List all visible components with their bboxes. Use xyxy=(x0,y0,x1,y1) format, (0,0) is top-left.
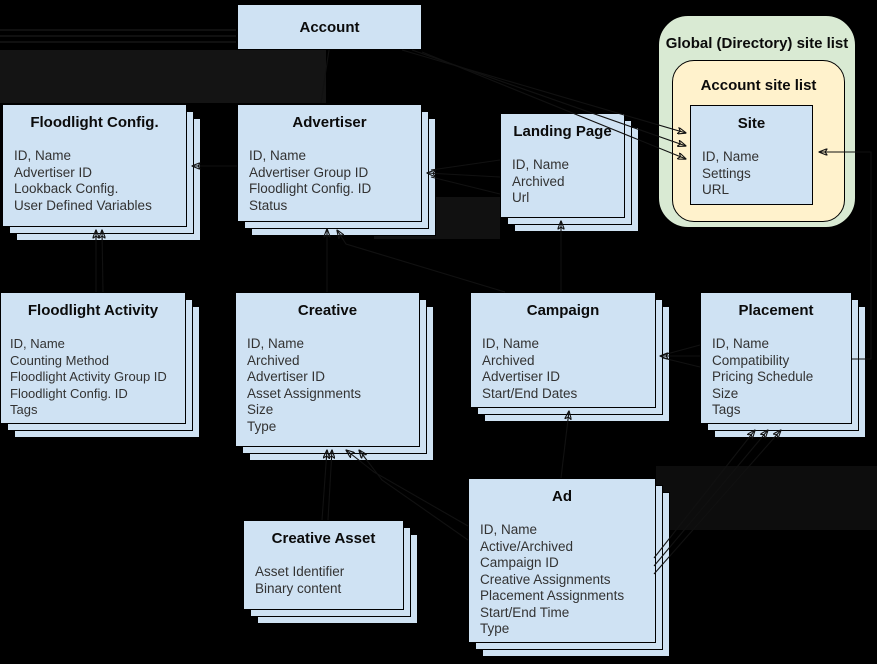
arrow-landing-page-to-advertiser xyxy=(427,173,501,178)
entity-fields: ID, Name Compatibility Pricing Schedule … xyxy=(712,336,814,417)
entity-advertiser: Advertiser ID, Name Advertiser Group ID … xyxy=(237,104,436,236)
entity-fields: ID, Name Counting Method Floodlight Acti… xyxy=(10,336,167,417)
entity-title: Account xyxy=(299,18,360,36)
entity-floodlight-activity: Floodlight Activity ID, Name Counting Me… xyxy=(0,292,200,438)
entity-fields: Asset Identifier Binary content xyxy=(255,564,345,596)
background-artifact xyxy=(656,466,877,530)
entity-title: Landing Page xyxy=(513,123,612,140)
entity-title: Placement xyxy=(738,302,814,319)
entity-creative: Creative ID, Name Archived Advertiser ID… xyxy=(235,292,434,461)
background-artifact xyxy=(0,50,326,103)
entity-fields: ID, Name Advertiser Group ID Floodlight … xyxy=(249,148,372,213)
arrow-campaign-to-advertiser xyxy=(337,230,506,293)
arrow-landing-page-to-advertiser xyxy=(430,176,501,195)
entity-fields: ID, Name Settings URL xyxy=(702,149,760,197)
global-site-list-label: Global (Directory) site list xyxy=(665,35,849,52)
entity-title: Floodlight Config. xyxy=(30,114,159,131)
entity-title: Creative xyxy=(297,302,358,319)
entity-title: Ad xyxy=(552,488,572,505)
entity-title: Advertiser xyxy=(292,114,367,131)
entity-fields: ID, Name Archived Url xyxy=(512,157,570,205)
arrow-ad-to-creative xyxy=(346,450,469,527)
entity-title: Campaign xyxy=(526,302,600,319)
entity-fields: ID, Name Archived Advertiser ID Start/En… xyxy=(482,336,578,401)
entity-title: Floodlight Activity xyxy=(27,302,159,319)
entity-fields: ID, Name Active/Archived Campaign ID Cre… xyxy=(480,522,625,636)
entity-placement: Placement ID, Name Compatibility Pricing… xyxy=(700,292,866,438)
entity-title: Site xyxy=(737,115,766,132)
entity-ad: Ad ID, Name Active/Archived Campaign ID … xyxy=(468,478,670,657)
entity-site: Site ID, Name Settings URL xyxy=(690,105,827,219)
entity-account: Account xyxy=(237,4,422,50)
account-site-list-label: Account site list xyxy=(700,77,817,94)
entity-campaign: Campaign ID, Name Archived Advertiser ID… xyxy=(470,292,670,422)
entity-creative-asset: Creative Asset Asset Identifier Binary c… xyxy=(243,520,418,624)
entity-fields: ID, Name Advertiser ID Lookback Config. … xyxy=(14,148,152,213)
entity-floodlight-config: Floodlight Config. ID, Name Advertiser I… xyxy=(2,104,201,241)
arrow-landing-page-to-advertiser xyxy=(430,159,501,171)
entity-landing-page: Landing Page ID, Name Archived Url xyxy=(500,113,639,232)
entity-fields: ID, Name Archived Advertiser ID Asset As… xyxy=(247,336,362,434)
entity-title: Creative Asset xyxy=(271,530,376,547)
